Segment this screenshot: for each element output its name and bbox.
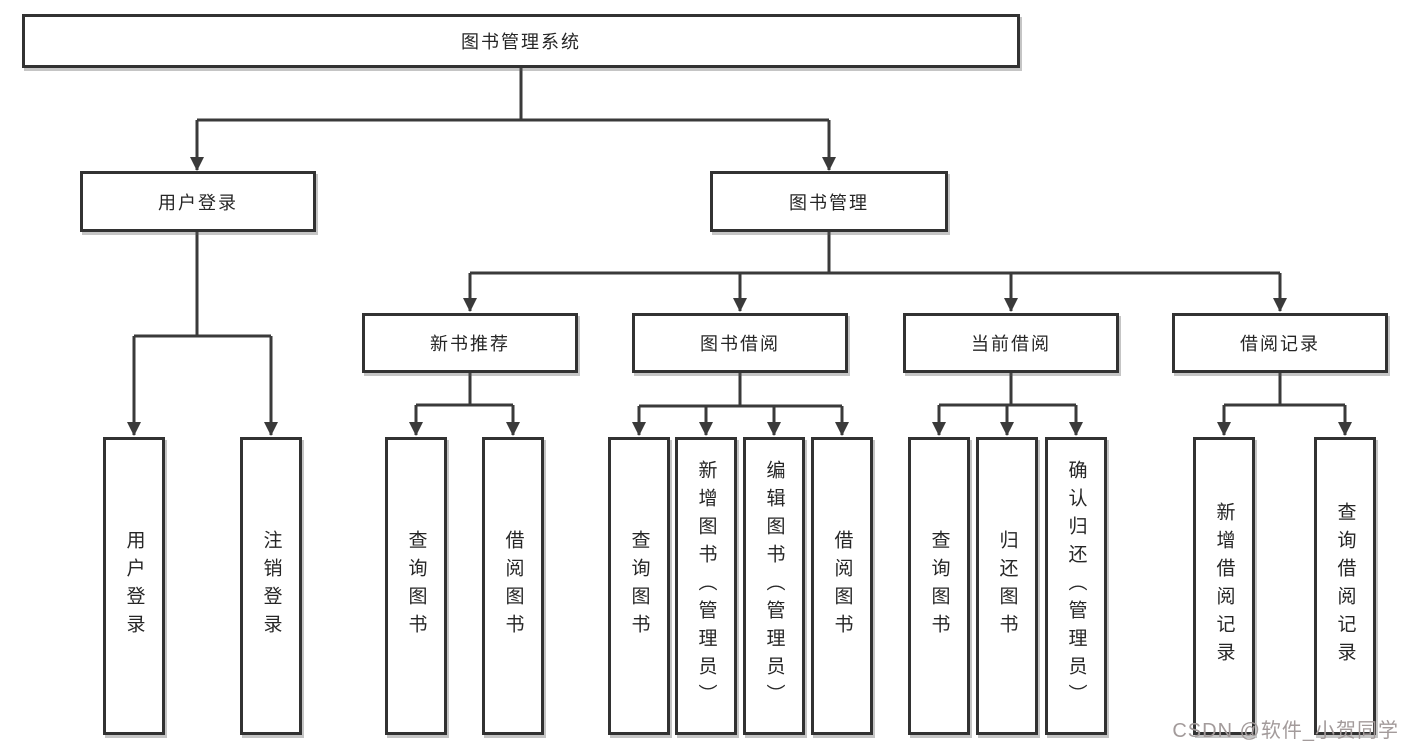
node-leaf-confirm-return-admin: 确认归还（管理员）: [1045, 437, 1107, 735]
node-new-book-recommend: 新书推荐: [362, 313, 578, 373]
node-leaf-return-books: 归还图书: [976, 437, 1038, 735]
node-leaf-query-books-borrow-label: 查询图书: [628, 530, 650, 642]
node-leaf-edit-books-admin-label: 编辑图书（管理员）: [763, 460, 785, 712]
node-leaf-query-books-recommend: 查询图书: [385, 437, 447, 735]
node-leaf-query-books-current: 查询图书: [908, 437, 970, 735]
node-leaf-confirm-return-admin-label: 确认归还（管理员）: [1065, 460, 1087, 712]
wire-borrow-trunk: [639, 373, 842, 408]
node-leaf-user-login: 用户登录: [103, 437, 165, 735]
node-user-login: 用户登录: [80, 171, 316, 232]
node-user-login-label: 用户登录: [158, 192, 238, 213]
node-current-borrow: 当前借阅: [903, 313, 1119, 373]
node-leaf-borrow-books-label: 借阅图书: [831, 530, 853, 642]
node-current-borrow-label: 当前借阅: [971, 334, 1051, 354]
node-leaf-user-login-label: 用户登录: [123, 530, 145, 642]
node-leaf-add-borrow-record: 新增借阅记录: [1193, 437, 1255, 735]
node-leaf-add-borrow-record-label: 新增借阅记录: [1213, 502, 1235, 670]
node-leaf-add-books-admin-label: 新增图书（管理员）: [695, 460, 717, 712]
node-leaf-query-borrow-record-label: 查询借阅记录: [1334, 502, 1356, 670]
node-book-management: 图书管理: [710, 171, 948, 232]
node-borrow-records: 借阅记录: [1172, 313, 1388, 373]
node-book-borrow-label: 图书借阅: [700, 334, 780, 354]
wire-mgmt-trunk: [470, 232, 1280, 275]
node-root: 图书管理系统: [22, 14, 1020, 68]
node-book-management-label: 图书管理: [789, 192, 869, 213]
wire-root-trunk: [197, 68, 829, 122]
node-leaf-borrow-books-recommend-label: 借阅图书: [502, 530, 524, 642]
node-leaf-edit-books-admin: 编辑图书（管理员）: [743, 437, 805, 735]
node-leaf-query-borrow-record: 查询借阅记录: [1314, 437, 1376, 735]
node-book-borrow: 图书借阅: [632, 313, 848, 373]
node-leaf-logout: 注销登录: [240, 437, 302, 735]
node-leaf-add-books-admin: 新增图书（管理员）: [675, 437, 737, 735]
node-new-book-recommend-label: 新书推荐: [430, 334, 510, 354]
wire-login-trunk: [134, 232, 271, 338]
wire-newbook-trunk: [416, 373, 513, 407]
node-leaf-return-books-label: 归还图书: [996, 530, 1018, 642]
node-leaf-query-books-borrow: 查询图书: [608, 437, 670, 735]
wire-current-trunk: [939, 373, 1076, 407]
node-root-label: 图书管理系统: [461, 32, 581, 52]
node-leaf-query-books-recommend-label: 查询图书: [405, 530, 427, 642]
wire-records-trunk: [1224, 373, 1345, 407]
node-leaf-logout-label: 注销登录: [260, 530, 282, 642]
node-leaf-borrow-books-recommend: 借阅图书: [482, 437, 544, 735]
node-borrow-records-label: 借阅记录: [1240, 334, 1320, 354]
node-leaf-query-books-current-label: 查询图书: [928, 530, 950, 642]
node-leaf-borrow-books: 借阅图书: [811, 437, 873, 735]
